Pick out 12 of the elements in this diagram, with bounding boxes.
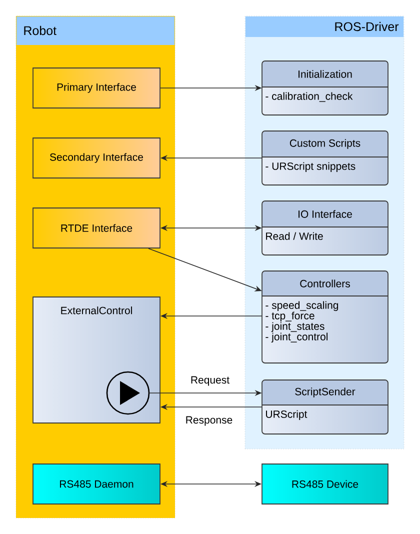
class-box: IO Interface Read / Write xyxy=(262,200,388,256)
process-box: Secondary Interface xyxy=(32,138,160,178)
process-box: ExternalControl xyxy=(32,296,160,424)
class-box: Custom Scripts - URScript snippets xyxy=(262,130,388,186)
process-box: RS485 Daemon xyxy=(32,464,160,504)
process-box: RS485 Device xyxy=(262,464,388,504)
process-box: Primary Interface xyxy=(32,68,160,108)
class-box: Initialization - calibration_check xyxy=(262,60,388,116)
play-icon xyxy=(106,371,150,415)
process-box: RTDE Interface xyxy=(32,208,160,248)
class-box: ScriptSender URScript xyxy=(262,380,388,434)
class-box: Controllers - speed_scaling - tcp_force - joint_states - joint_control xyxy=(262,270,388,364)
